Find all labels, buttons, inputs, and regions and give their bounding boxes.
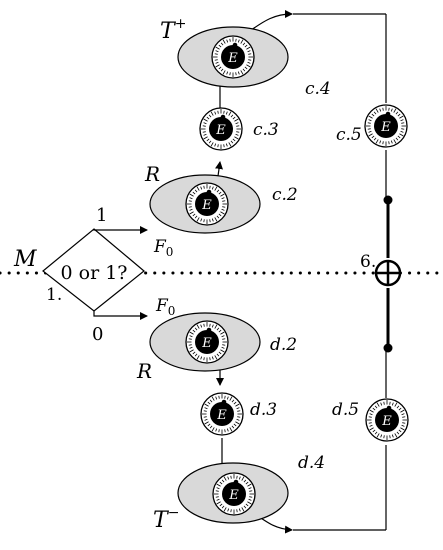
f0-top-label: F0 <box>153 237 173 259</box>
m-label: M <box>13 247 37 272</box>
eye-dial-letter: E <box>380 120 391 135</box>
junction-dot-bottom <box>383 343 393 353</box>
junction-dot-top <box>383 195 393 205</box>
eye-dial-icon-t-minus: E <box>212 472 256 516</box>
branch-1-label: 1 <box>96 205 107 226</box>
branch-0-label: 0 <box>92 324 103 345</box>
circled-plus-icon <box>374 259 402 287</box>
r-top-label: R <box>144 162 160 186</box>
step-6-label: 6. <box>360 252 376 272</box>
eye-dial-icon-t-plus: E <box>211 35 255 79</box>
d2-label: d.2 <box>270 335 297 355</box>
eye-dial-icon-c3: E <box>199 107 243 151</box>
eye-dial-icon-r-top: E <box>185 182 229 226</box>
connector-c2-c3 <box>215 161 223 177</box>
c4-label: c.4 <box>305 79 331 99</box>
f0-bottom-label: F0 <box>155 296 175 318</box>
eye-dial-icon-r-bottom: E <box>185 320 229 364</box>
branch-0-arrow <box>93 311 148 320</box>
eye-dial-letter: E <box>215 123 226 138</box>
eye-dial-letter: E <box>216 408 227 423</box>
eye-dial-icon-c5: E <box>364 104 408 148</box>
d3-label: d.3 <box>250 400 277 420</box>
eye-dial-letter: E <box>381 414 392 429</box>
r-bottom-label: R <box>136 359 152 383</box>
d5-label: d.5 <box>332 400 359 420</box>
d4-label: d.4 <box>298 453 325 473</box>
c3-label: c.3 <box>253 120 279 140</box>
eye-dial-icon-d3: E <box>200 392 244 436</box>
eye-dial-letter: E <box>201 336 212 351</box>
c2-label: c.2 <box>272 185 298 205</box>
branch-1-arrow <box>93 226 148 234</box>
observer-dials: E E E E E E E E <box>185 35 409 516</box>
c5-label: c.5 <box>336 125 362 145</box>
eye-dial-letter: E <box>228 488 239 503</box>
step-1-label: 1. <box>46 285 62 305</box>
eye-dial-letter: E <box>227 51 238 66</box>
t-minus-label: T− <box>153 505 179 533</box>
decision-text: 0 or 1? <box>61 262 128 284</box>
eye-dial-letter: E <box>201 198 212 213</box>
t-plus-label: T+ <box>160 16 186 44</box>
eye-dial-icon-d5: E <box>365 398 409 442</box>
